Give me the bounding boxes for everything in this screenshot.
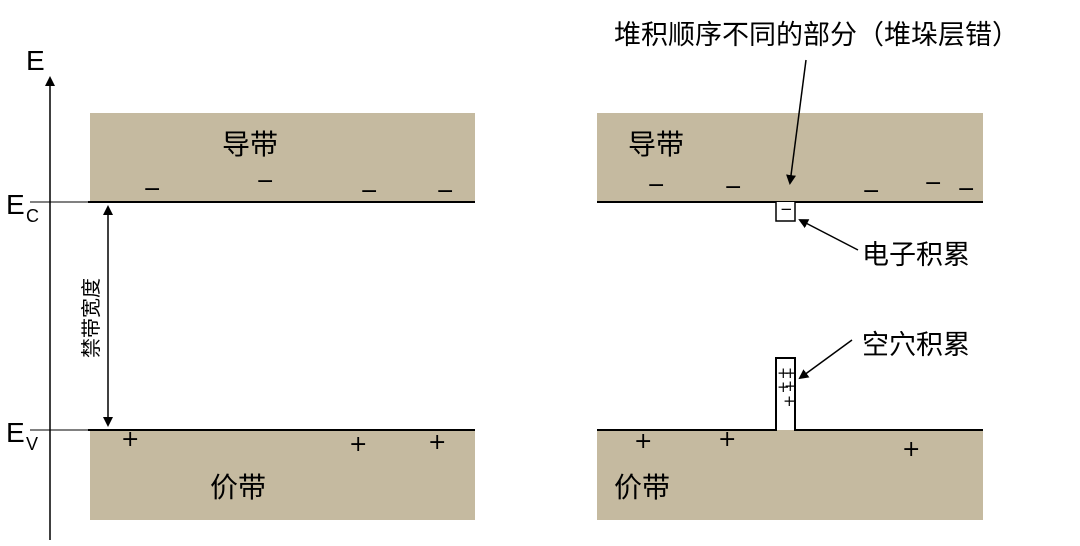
conduction-band-right — [597, 113, 983, 202]
electron: − — [256, 169, 274, 194]
hole: + — [784, 377, 797, 395]
conduction-band-left — [90, 113, 475, 202]
hole-accumulation-arrow — [798, 339, 853, 380]
electron: − — [957, 177, 975, 202]
hole: + — [121, 427, 139, 452]
valence-band-label-left: 价带 — [210, 471, 266, 504]
hole-accumulation-label: 空穴积累 — [862, 330, 970, 361]
electron: − — [780, 200, 793, 218]
electron-accumulation-arrow — [798, 219, 859, 251]
ev-label: E V — [6, 417, 38, 454]
valence-band-right — [597, 430, 983, 520]
electron-accumulation-label: 电子积累 — [862, 240, 970, 271]
electron: − — [360, 179, 378, 204]
hole: + — [783, 392, 796, 410]
electron: − — [143, 177, 161, 202]
energy-axis-label: E — [26, 45, 45, 76]
valence-band-left — [90, 430, 475, 520]
hole: + — [777, 364, 790, 382]
hole: + — [349, 432, 367, 457]
hole: + — [784, 364, 797, 382]
svg-text:C: C — [26, 206, 39, 226]
hole: + — [902, 437, 920, 462]
hole: + — [428, 430, 446, 455]
electron: − — [924, 171, 942, 196]
valence-band-label-right: 价带 — [614, 471, 670, 504]
hole: + — [718, 427, 736, 452]
conduction-band-label-right: 导带 — [628, 128, 684, 161]
svg-text:V: V — [26, 434, 38, 454]
ec-label: E C — [6, 189, 39, 226]
electron: − — [647, 173, 665, 198]
electron: − — [436, 179, 454, 204]
hole: + — [634, 429, 652, 454]
ev-line-right — [597, 357, 983, 431]
svg-text:E: E — [6, 417, 25, 448]
conduction-band-label-left: 导带 — [222, 128, 278, 161]
electron: − — [862, 179, 880, 204]
svg-text:E: E — [6, 189, 25, 220]
electron-accumulation-notch — [775, 202, 796, 222]
stacking-fault-arrow — [786, 59, 807, 185]
electron: − — [724, 175, 742, 200]
hole: + — [777, 378, 790, 396]
stacking-fault-label: 堆积顺序不同的部分（堆垛层错） — [614, 20, 1019, 51]
hole-accumulation-spike-fill — [777, 359, 794, 430]
band-gap-label: 禁带宽度 — [79, 278, 103, 358]
